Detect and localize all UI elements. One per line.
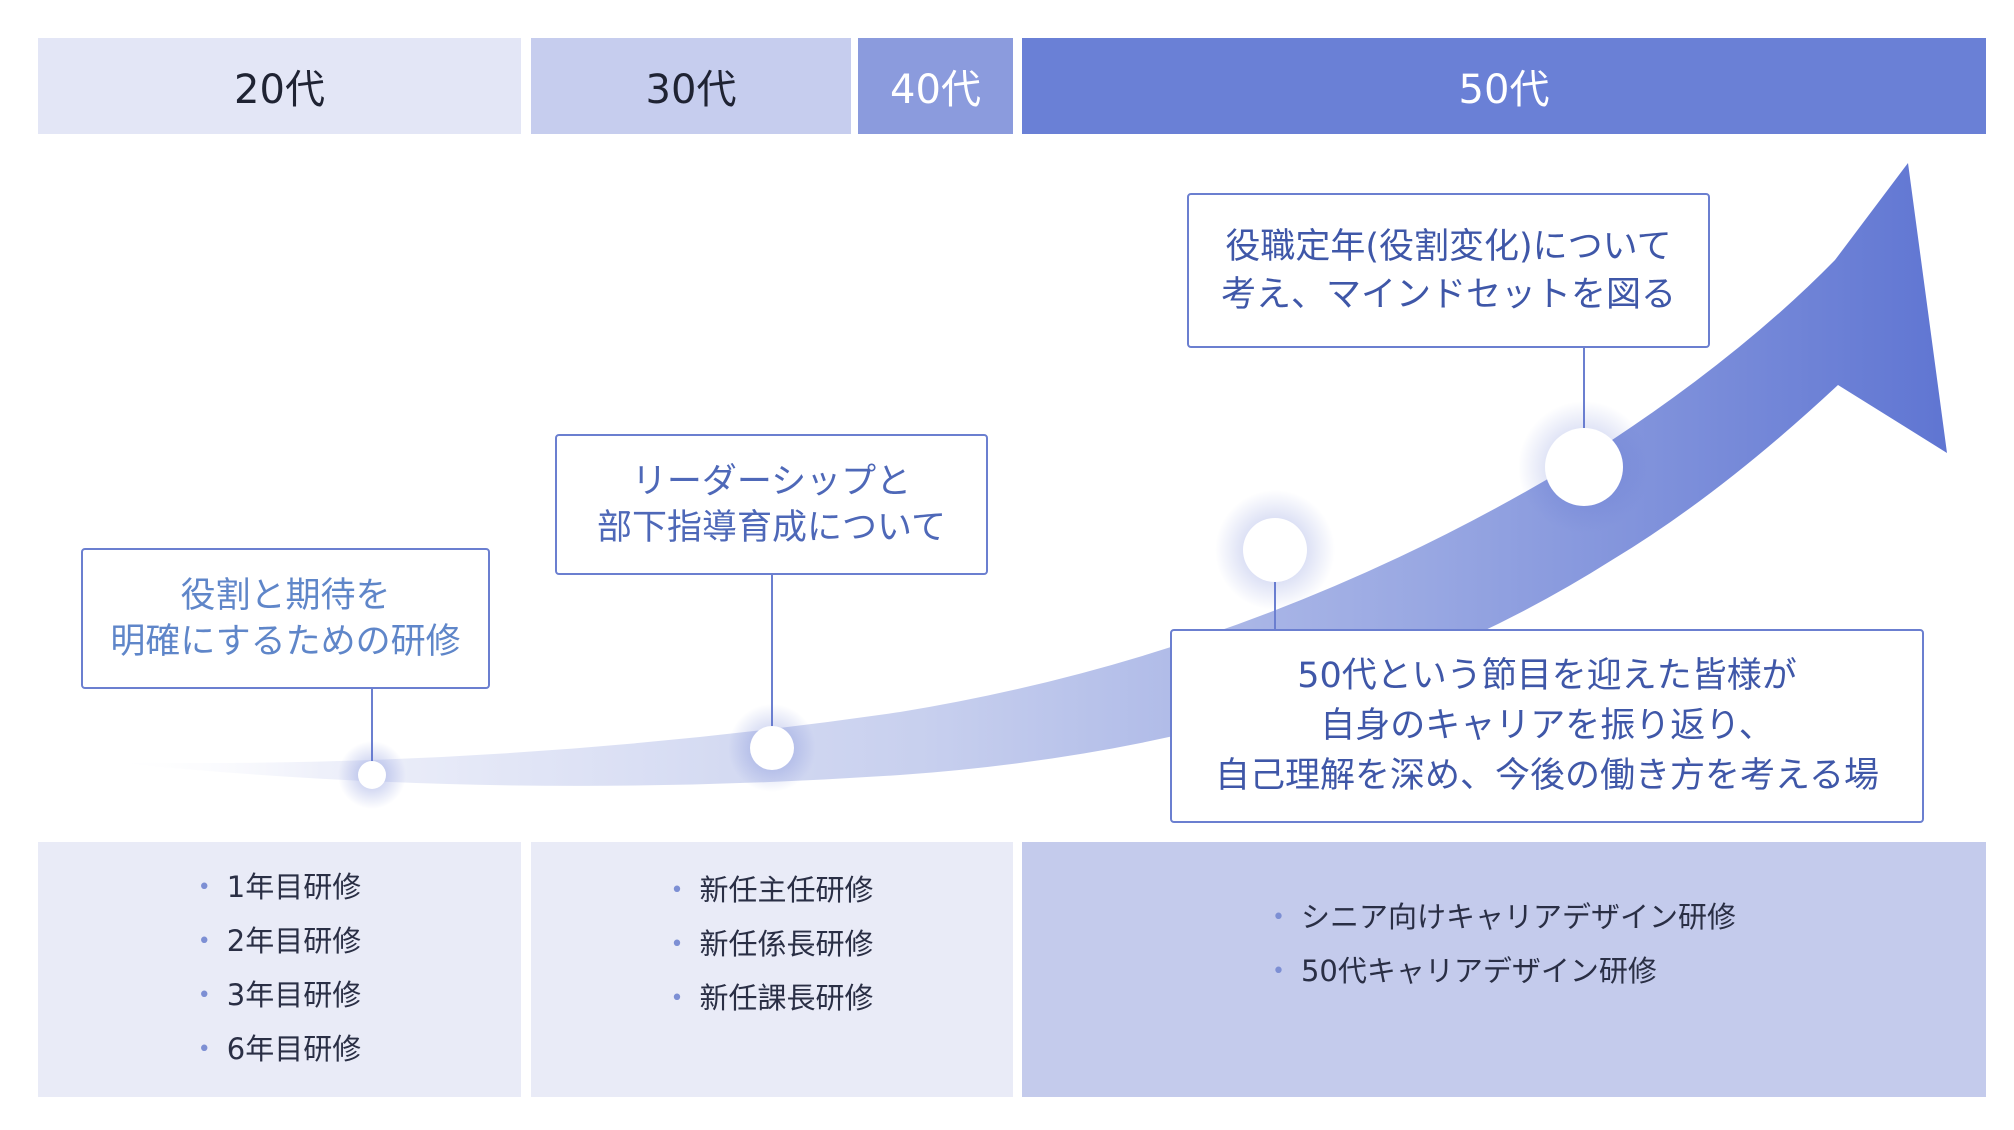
callout-line: リーダーシップと — [631, 461, 912, 502]
callout-line: 50代という節目を迎えた皆様が — [1297, 656, 1797, 696]
callout-line: 自己理解を深め、今後の働き方を考える場 — [1215, 756, 1879, 796]
age-band-40s: 40代 — [858, 38, 1013, 134]
list-item: •新任主任研修 — [670, 872, 874, 907]
callout-line: 役職定年(役割変化)について — [1225, 226, 1672, 267]
list-item: •50代キャリアデザイン研修 — [1272, 953, 1657, 988]
age-band-label: 40代 — [890, 67, 981, 113]
callout-50s-top: 役職定年(役割変化)について 考え、マインドセットを図る — [1187, 193, 1710, 348]
milestone-dot-50s-early — [1243, 518, 1307, 582]
list-item: •新任係長研修 — [670, 926, 874, 961]
milestone-dot-20s — [358, 761, 386, 789]
callout-line: 役割と期待を — [180, 575, 391, 616]
list-item: •3年目研修 — [197, 977, 362, 1012]
age-band-label: 50代 — [1458, 67, 1550, 113]
callout-line: 明確にするための研修 — [110, 621, 461, 662]
age-band-50s: 50代 — [1022, 38, 1986, 134]
bullet-icon: • — [197, 982, 211, 1008]
callout-30s: リーダーシップと 部下指導育成について — [555, 434, 988, 575]
callout-line: 自身のキャリアを振り返り、 — [1320, 706, 1774, 746]
list-item: •6年目研修 — [197, 1031, 362, 1066]
bullet-icon: • — [1272, 958, 1285, 984]
list-item: •シニア向けキャリアデザイン研修 — [1272, 899, 1736, 934]
age-band-label: 20代 — [234, 67, 325, 113]
bullet-icon: • — [670, 877, 684, 903]
callout-20s: 役割と期待を 明確にするための研修 — [81, 548, 490, 689]
training-panel-30s-40s: •新任主任研修 •新任係長研修 •新任課長研修 — [531, 842, 1013, 1097]
training-panel-20s: •1年目研修 •2年目研修 •3年目研修 •6年目研修 — [38, 842, 521, 1097]
list-item: •新任課長研修 — [670, 980, 874, 1015]
callout-50s-bottom: 50代という節目を迎えた皆様が 自身のキャリアを振り返り、 自己理解を深め、今後… — [1170, 629, 1924, 823]
list-item: •1年目研修 — [197, 869, 362, 904]
bullet-icon: • — [197, 874, 211, 900]
bullet-icon: • — [670, 985, 684, 1011]
training-panel-50s: •シニア向けキャリアデザイン研修 •50代キャリアデザイン研修 — [1022, 842, 1986, 1097]
milestone-dot-50s-late — [1545, 428, 1623, 506]
training-list: •新任主任研修 •新任係長研修 •新任課長研修 — [671, 865, 874, 1027]
callout-line: 部下指導育成について — [597, 507, 946, 548]
bullet-icon: • — [197, 928, 211, 954]
callout-line: 考え、マインドセットを図る — [1220, 274, 1676, 315]
age-band-30s: 30代 — [531, 38, 851, 134]
bullet-icon: • — [1272, 904, 1285, 930]
bullet-icon: • — [670, 931, 684, 957]
training-list: •シニア向けキャリアデザイン研修 •50代キャリアデザイン研修 — [1272, 892, 1736, 1000]
age-band-20s: 20代 — [38, 38, 521, 134]
age-band-label: 30代 — [645, 67, 737, 113]
milestone-dot-30s — [750, 726, 794, 770]
list-item: •2年目研修 — [197, 923, 362, 958]
bullet-icon: • — [197, 1036, 211, 1062]
training-list: •1年目研修 •2年目研修 •3年目研修 •6年目研修 — [198, 862, 361, 1078]
